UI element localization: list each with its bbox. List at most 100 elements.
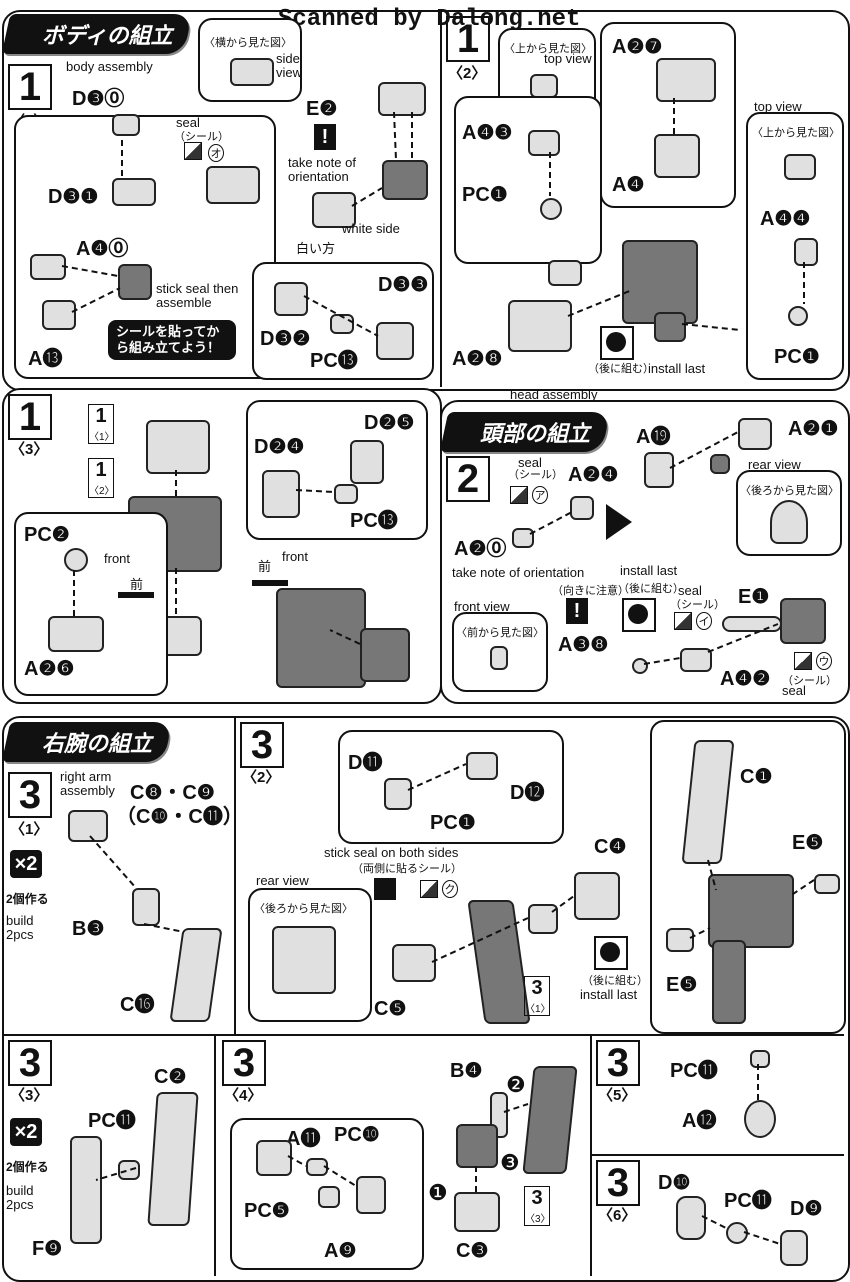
head-rear-shape	[770, 500, 808, 544]
a43-frame	[454, 96, 602, 264]
ref-1-1-box: 1〈1〉	[88, 404, 115, 444]
side-view-label: side view	[276, 51, 303, 80]
arm-assembly-shape	[456, 1124, 498, 1168]
part-b3: B❸	[72, 918, 105, 940]
ref-1-1-sub: 〈1〉	[89, 432, 115, 443]
head-assembly-label: head assembly	[510, 387, 598, 402]
head-seal2-code: イ	[696, 612, 712, 630]
head-seal-code: ア	[532, 486, 548, 504]
part-a20: A❷⓪	[454, 538, 507, 560]
x2-badge-b: ×2	[10, 1118, 42, 1146]
arm-install-last-label: install last	[580, 987, 638, 1002]
front2-jp: 前	[258, 559, 272, 574]
install-last-icon	[600, 326, 634, 360]
top-view2-shape	[784, 154, 816, 180]
part-a20-shape	[512, 528, 534, 548]
seal-code: オ	[208, 144, 224, 162]
front2-arrow-icon	[252, 580, 288, 586]
top-view-shape	[530, 74, 558, 98]
torso-front-shape	[622, 240, 698, 324]
part-d12-shape	[466, 752, 498, 780]
part-a44: A❹❹	[760, 208, 811, 230]
part-c-line2: （C❿・C⓫）	[116, 806, 243, 828]
part-a4: A❹	[612, 174, 645, 196]
part-d31: D❸❶	[48, 186, 99, 208]
head-core-shape	[644, 452, 674, 488]
part-c5: C❺	[374, 998, 407, 1020]
part-f9-shape	[70, 1136, 102, 1244]
part-a4-shape	[654, 134, 700, 178]
ref-1-2-box: 1〈2〉	[88, 458, 115, 498]
body-banner: ボディの組立	[1, 14, 193, 54]
part-a21-shape	[738, 418, 772, 450]
part-a42-shape	[680, 648, 712, 672]
part-d12: D⓬	[510, 782, 545, 804]
stick-both-label: stick seal on both sides	[324, 845, 459, 860]
arm-install-last-icon	[594, 936, 628, 970]
part-a12: A⓬	[682, 1110, 717, 1132]
part-c3: C❸	[456, 1240, 489, 1262]
step-1-3-number: 1	[8, 394, 52, 440]
arm-rear-view-jp: 〈後ろから見た図〉	[254, 903, 353, 915]
part-d25-shape	[350, 440, 384, 484]
head-seal-icon	[510, 486, 528, 504]
warning-icon: !	[314, 124, 336, 150]
ref-3-1-box: 3〈1〉	[524, 976, 551, 1016]
part-e5a: E❺	[792, 832, 824, 854]
ref-1-2-num: 1	[95, 459, 107, 481]
step-3-6-number: 3	[596, 1160, 640, 1206]
part-a38: A❸❽	[558, 634, 609, 656]
orientation-label: take note of orientation	[288, 155, 356, 184]
body-assembly-label: body assembly	[66, 59, 153, 74]
pc2-frame	[14, 512, 168, 696]
step-3-2-number: 3	[240, 722, 284, 768]
part-e5a-shape	[814, 874, 840, 894]
assembled-torso-shape	[276, 588, 366, 688]
arm-divider-h1	[4, 1034, 844, 1036]
ref-3-3-num: 3	[531, 1187, 543, 1209]
arm-rear-shape	[272, 926, 336, 994]
white-side-shape	[312, 192, 356, 228]
part-a38-shape	[632, 658, 648, 674]
top-view2-label: top view	[754, 99, 802, 114]
step-1-2-sub: 〈2〉	[448, 65, 487, 82]
part-pc13: PC⓭	[310, 350, 358, 372]
side-view-shape	[230, 58, 274, 86]
part-b3-shape	[132, 888, 160, 926]
part-a11: A⓫	[286, 1128, 321, 1150]
body-core-shape	[118, 264, 152, 300]
step-3-5-number: 3	[596, 1040, 640, 1086]
part-a40-shape	[30, 254, 66, 280]
head-seal-jp: （シール）	[508, 469, 563, 481]
part-pc1b-shape	[788, 306, 808, 326]
part-pc11c-shape	[726, 1222, 748, 1244]
part-a28-shape	[508, 300, 572, 352]
part-a21: A❷❶	[788, 418, 839, 440]
make2-jp-b: 2個作る	[6, 1160, 49, 1174]
part-a44-shape	[794, 238, 818, 266]
part-pc2-shape	[64, 548, 88, 572]
step-2-number: 2	[446, 456, 490, 502]
part-a13-shape	[42, 300, 76, 330]
part-pc13b-shape	[334, 484, 358, 504]
head-install-last-icon	[622, 598, 656, 632]
arm-divider-v2	[214, 1036, 216, 1276]
part-pc13-shape	[330, 314, 354, 334]
arm-install-last-jp: （後に組む）	[582, 975, 648, 987]
part-a27-shape	[656, 58, 716, 102]
head-front-view-jp: 〈前から見た図〉	[456, 627, 544, 639]
head-rear-view-label: rear view	[748, 457, 801, 472]
part-d32-shape	[274, 282, 308, 316]
arm-divider-v3	[590, 1036, 592, 1276]
part-d10: D❿	[658, 1172, 691, 1194]
head-seal2-icon	[674, 612, 692, 630]
part-pc10-shape	[306, 1158, 328, 1176]
ref-3-1-num: 3	[531, 977, 543, 999]
white-side-jp: 白い方	[296, 241, 336, 256]
part-a43-shape	[528, 130, 560, 156]
part-a27: A❷❼	[612, 36, 663, 58]
head-block-shape	[146, 420, 210, 474]
part-pc11-c: PC⓫	[724, 1190, 772, 1212]
part-pc13-b: PC⓭	[350, 510, 398, 532]
arm-seal-icon	[420, 880, 438, 898]
